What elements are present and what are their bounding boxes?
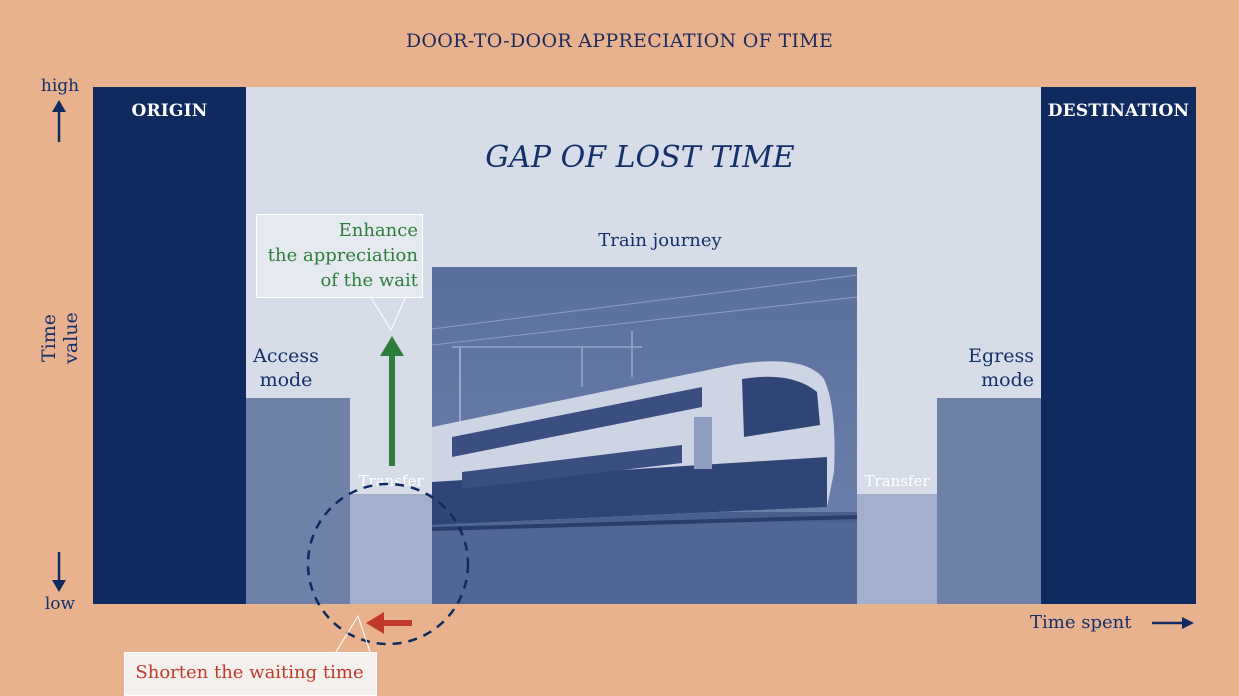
destination-label: DESTINATION (1047, 101, 1190, 121)
diagram-title: DOOR-TO-DOOR APPRECIATION OF TIME (405, 30, 834, 52)
transfer-right-label: Transfer (864, 472, 930, 490)
egress-mode-label: Egress mode (968, 345, 1034, 391)
train-illustration (432, 267, 857, 604)
shorten-left-arrow-icon (366, 612, 412, 634)
gap-of-lost-time-label: GAP OF LOST TIME (485, 140, 795, 175)
train-photo (432, 267, 857, 604)
enhance-up-arrow-icon (380, 336, 404, 466)
access-mode-bar (246, 398, 350, 604)
shorten-callout-text: Shorten the waiting time (135, 662, 364, 683)
x-axis-label: Time spent (1030, 612, 1132, 633)
arrow-down-icon (52, 552, 66, 592)
transfer-left-bar (350, 494, 432, 604)
enhance-callout-text: Enhance the appreciation of the wait (267, 220, 418, 291)
access-mode-label: Access mode (253, 345, 319, 391)
transfer-right-bar (857, 494, 937, 604)
train-journey-label: Train journey (598, 230, 722, 251)
transfer-left-label: Transfer (358, 472, 424, 490)
transfer-focus-circle (306, 482, 470, 646)
origin-column (93, 87, 246, 604)
origin-label: ORIGIN (131, 101, 208, 121)
shorten-callout-pointer (335, 614, 371, 653)
enhance-callout-pointer (369, 295, 407, 332)
arrow-right-icon (1152, 617, 1194, 629)
arrow-up-icon (52, 100, 66, 142)
y-axis-low-label: low (44, 594, 76, 614)
egress-mode-bar (937, 398, 1041, 604)
enhance-callout-box (256, 214, 423, 298)
y-axis-high-label: high (40, 76, 80, 96)
destination-column (1041, 87, 1196, 604)
